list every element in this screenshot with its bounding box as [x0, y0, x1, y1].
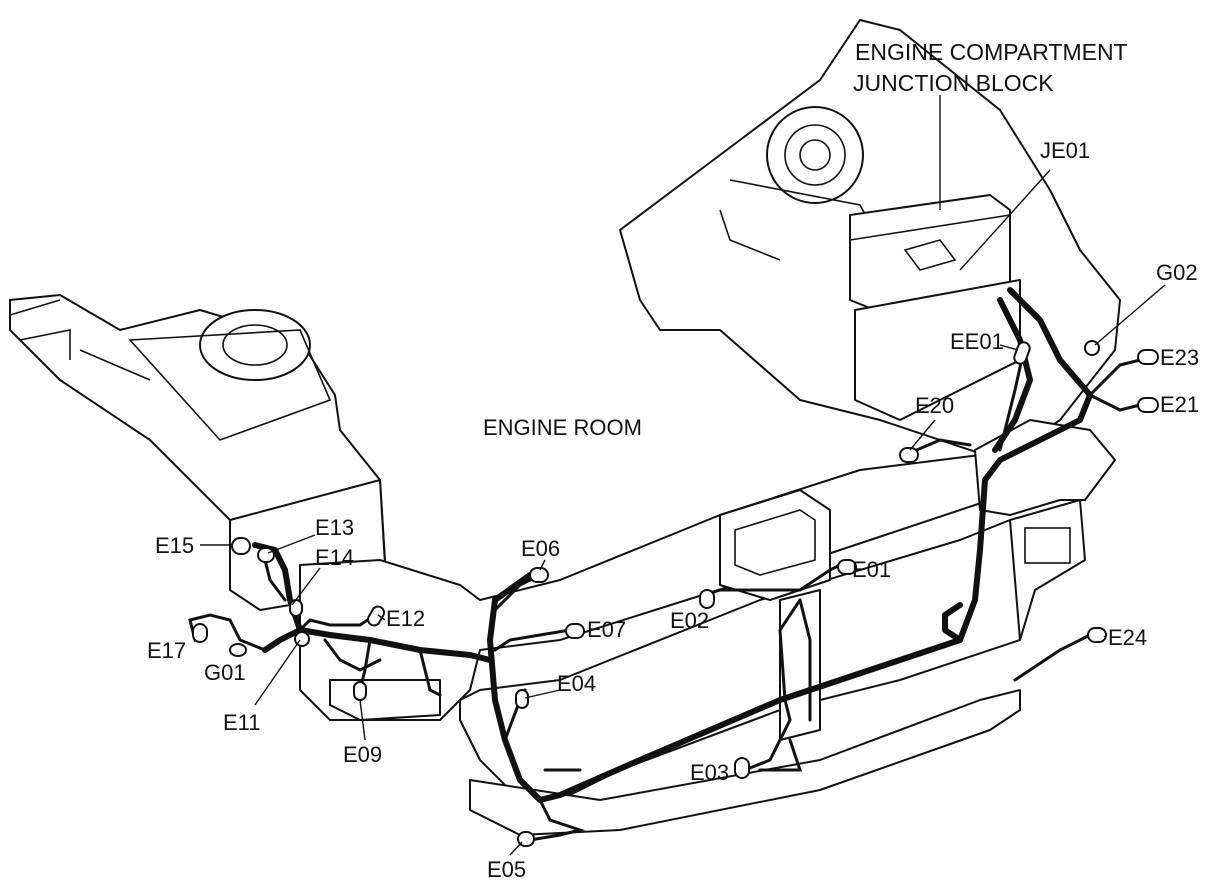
leader-lines — [200, 95, 1166, 856]
label-e21: E21 — [1160, 392, 1199, 417]
engine-room-label: ENGINE ROOM — [483, 415, 642, 440]
vehicle-body-outline — [9, 19, 1121, 836]
label-e02: E02 — [670, 608, 709, 633]
label-e17: E17 — [147, 638, 186, 663]
label-e20: E20 — [915, 393, 954, 418]
title-text: ENGINE COMPARTMENT JUNCTION BLOCK — [853, 39, 1128, 96]
label-e13: E13 — [315, 515, 354, 540]
label-e07: E07 — [587, 617, 626, 642]
label-e15: E15 — [155, 533, 194, 558]
label-e23: E23 — [1160, 345, 1199, 370]
label-e12: E12 — [386, 606, 425, 631]
label-g01: G01 — [204, 660, 246, 685]
connectors — [192, 340, 1159, 847]
title-line-2: JUNCTION BLOCK — [853, 70, 1054, 96]
label-g02: G02 — [1156, 260, 1198, 285]
label-e24: E24 — [1108, 625, 1147, 650]
label-je01: JE01 — [1040, 138, 1090, 163]
label-e01: E01 — [852, 557, 891, 582]
label-e06: E06 — [521, 536, 560, 561]
label-e14: E14 — [315, 545, 354, 570]
callout-labels: JE01 G02 EE01 E23 E20 E21 E15 E13 E14 E0… — [147, 138, 1199, 882]
label-e03: E03 — [690, 760, 729, 785]
label-e09: E09 — [343, 742, 382, 767]
label-e05: E05 — [487, 857, 526, 882]
label-e04: E04 — [557, 671, 596, 696]
label-e11: E11 — [223, 710, 261, 735]
title-line-1: ENGINE COMPARTMENT — [855, 39, 1128, 65]
label-ee01: EE01 — [950, 329, 1004, 354]
